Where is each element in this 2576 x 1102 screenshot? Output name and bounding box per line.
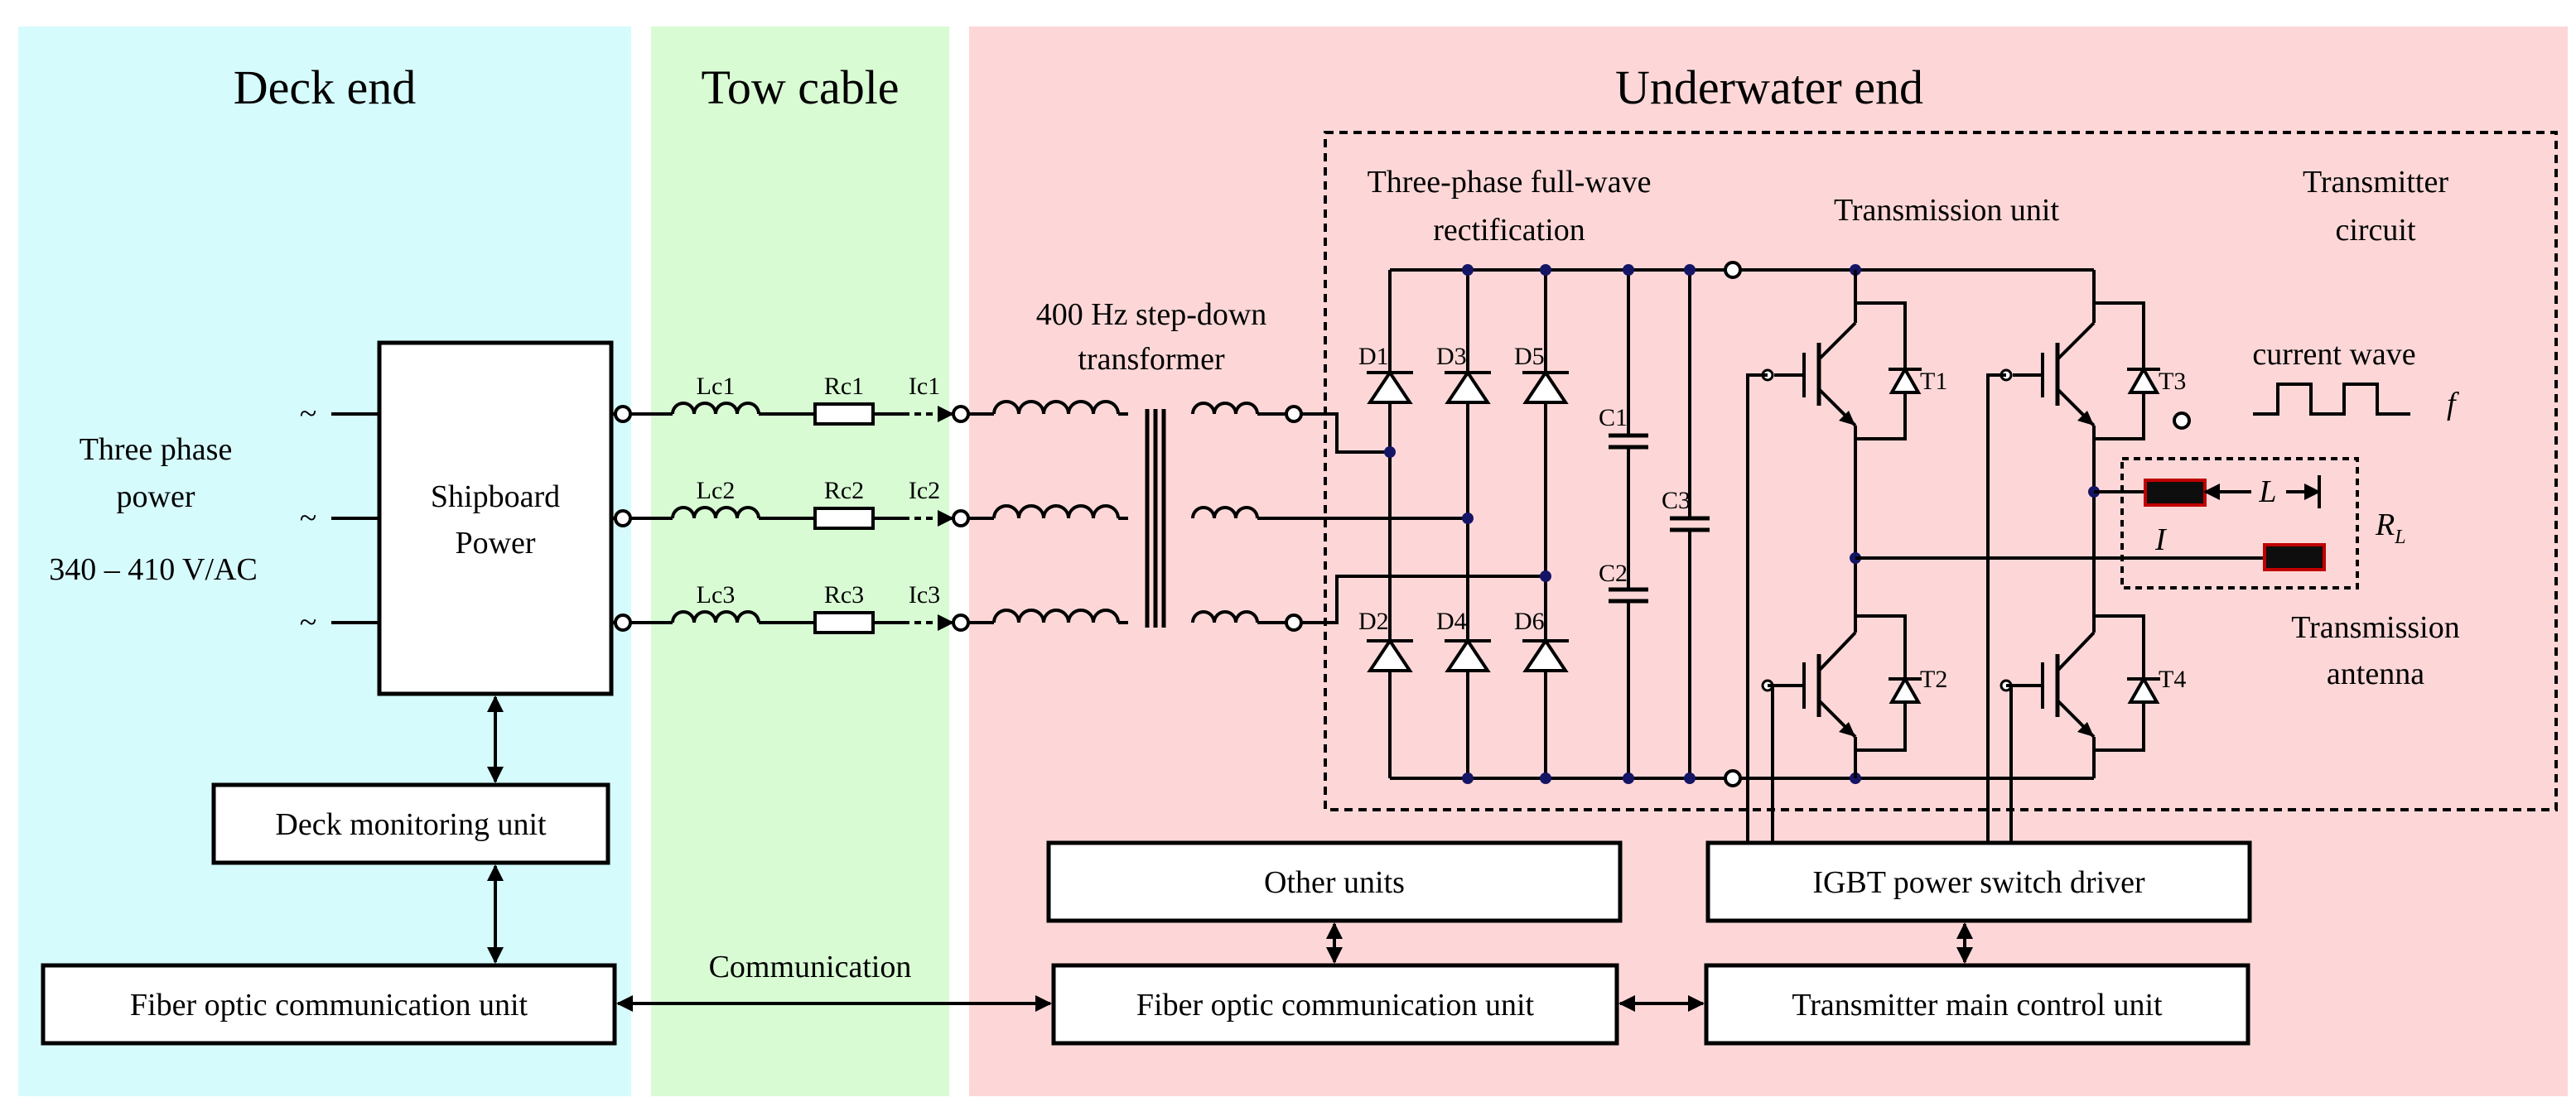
shipboard-power-box — [377, 340, 614, 696]
tow-cable-title: Tow cable — [701, 60, 899, 114]
other-units-label: Other units — [1264, 865, 1405, 900]
cable-phase-3 — [630, 610, 954, 634]
transformer-label-1: 400 Hz step-down — [1036, 297, 1267, 332]
antenna-box — [2120, 457, 2359, 589]
igbt-t1-label: T1 — [1920, 368, 1947, 395]
inductor-lc1-label: Lc1 — [697, 373, 736, 400]
transmitter-circuit-box — [1324, 131, 2558, 811]
shipboard-power-label-1: Shipboard — [431, 479, 560, 514]
diode-d1-label: D1 — [1358, 343, 1389, 370]
igbt-t2-label: T2 — [1920, 666, 1947, 693]
transmission-unit-label: Transmission unit — [1834, 193, 2059, 228]
antenna-electrode-1 — [2144, 479, 2207, 507]
tilde-1: ~ — [300, 397, 317, 431]
deck-fiber-optic-unit-label: Fiber optic communication unit — [130, 988, 528, 1023]
load-resistance-label: RL — [2375, 508, 2406, 548]
step-down-transformer — [968, 400, 1286, 628]
length-label: L — [2258, 474, 2276, 509]
underwater-end-title: Underwater end — [1615, 60, 1923, 114]
shipboard-power-label-2: Power — [455, 526, 535, 561]
transmitter-circuit-label-1: Transmitter — [2303, 165, 2448, 200]
tilde-2: ~ — [300, 501, 317, 536]
diode-d3-label: D3 — [1436, 343, 1467, 370]
igbt-t3-label: T3 — [2159, 368, 2186, 395]
capacitor-c1-label: C1 — [1599, 404, 1628, 431]
resistor-rc1-label: Rc1 — [824, 373, 864, 400]
resistor-rc3-label: Rc3 — [824, 581, 864, 609]
igbt-t4-label: T4 — [2159, 666, 2186, 693]
current-wave-label: current wave — [2252, 337, 2415, 372]
current-ic3-label: Ic3 — [909, 581, 940, 609]
deck-end-title: Deck end — [234, 60, 417, 114]
underwater-fiber-optic-unit-box — [1051, 963, 1619, 1046]
capacitor-c2-label: C2 — [1599, 560, 1628, 587]
tow-cable-panel — [651, 26, 949, 1096]
transmitter-circuit-label-2: circuit — [2335, 213, 2416, 248]
cable-phase-1 — [630, 402, 954, 426]
current-ic2-label: Ic2 — [909, 477, 940, 504]
underwater-fiber-optic-unit-label: Fiber optic communication unit — [1136, 988, 1535, 1023]
tilde-3: ~ — [300, 605, 317, 640]
igbt-driver-box — [1705, 840, 2252, 923]
current-waveform — [2253, 383, 2410, 416]
other-units-box — [1046, 840, 1623, 923]
transformer-label-2: transformer — [1078, 342, 1225, 377]
rectifier-bridge — [1259, 268, 1725, 780]
transmitter-main-control-box — [1704, 963, 2250, 1046]
igbt-h-bridge — [1746, 270, 2265, 845]
rectifier-label-2: rectification — [1433, 213, 1585, 248]
diode-d4-label: D4 — [1436, 608, 1467, 635]
deck-fiber-optic-unit-box — [41, 963, 617, 1046]
voltage-label: 340 – 410 V/AC — [49, 552, 258, 587]
communication-label: Communication — [709, 950, 912, 984]
deck-monitoring-unit-box — [211, 782, 610, 865]
diode-d5-label: D5 — [1514, 343, 1545, 370]
diode-d6-label: D6 — [1514, 608, 1545, 635]
cable-phase-2 — [630, 506, 954, 530]
current-i-label: I — [2154, 522, 2168, 557]
transmitter-main-control-label: Transmitter main control unit — [1792, 988, 2163, 1023]
three-phase-power-label-2: power — [117, 479, 195, 514]
antenna-electrode-2 — [2263, 543, 2326, 571]
current-ic1-label: Ic1 — [909, 373, 940, 400]
deck-monitoring-unit-label: Deck monitoring unit — [275, 807, 547, 842]
inductor-lc2-label: Lc2 — [697, 477, 736, 504]
diode-d2-label: D2 — [1358, 608, 1389, 635]
resistor-rc2-label: Rc2 — [824, 477, 864, 504]
rectifier-label-1: Three-phase full-wave — [1368, 165, 1652, 200]
inductor-lc3-label: Lc3 — [697, 581, 736, 609]
three-phase-power-label-1: Three phase — [80, 432, 233, 467]
igbt-driver-label: IGBT power switch driver — [1812, 865, 2145, 900]
capacitor-c3-label: C3 — [1662, 487, 1691, 514]
antenna-label-2: antenna — [2327, 657, 2424, 691]
antenna-label-1: Transmission — [2291, 610, 2459, 645]
